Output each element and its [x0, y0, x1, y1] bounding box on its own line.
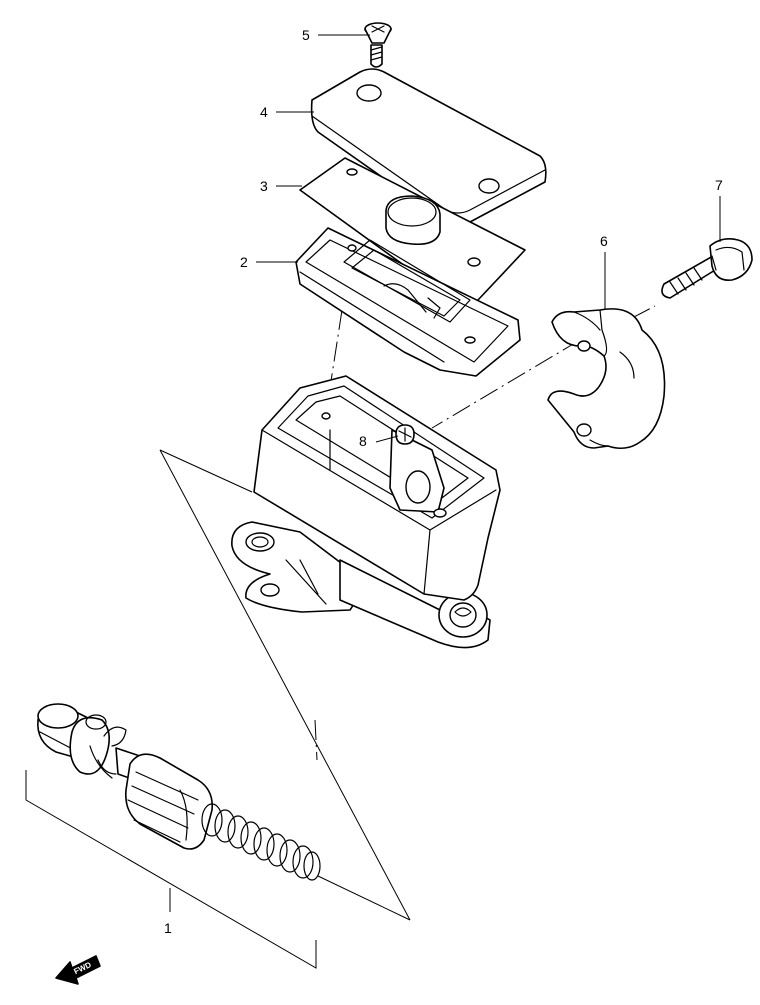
- reservoir-diaphragm-plate: [299, 157, 526, 305]
- handlebar-clamp: [547, 308, 666, 450]
- leader-lines: [169, 34, 721, 912]
- callout-3: 3: [260, 178, 268, 194]
- callout-4: 4: [260, 104, 268, 120]
- callout-7: 7: [715, 177, 723, 193]
- callout-labels: 5 4 3 2 6 7 8 1: [164, 27, 723, 936]
- assembly-guide-lines: [159, 305, 656, 921]
- small-screw: [395, 424, 415, 445]
- reservoir-cap-screw: [364, 22, 392, 68]
- reservoir-cap: [310, 68, 547, 226]
- callout-8: 8: [359, 433, 367, 449]
- callout-2: 2: [240, 254, 248, 270]
- callout-6: 6: [600, 233, 608, 249]
- master-cylinder-body: [231, 375, 501, 649]
- clamp-bolt: [661, 238, 753, 299]
- callout-5: 5: [302, 27, 310, 43]
- forward-direction-arrow: FWD: [55, 955, 101, 985]
- return-spring: [201, 803, 321, 881]
- callout-1: 1: [164, 920, 172, 936]
- reservoir-diaphragm: [295, 227, 521, 377]
- piston-kit: [25, 703, 321, 969]
